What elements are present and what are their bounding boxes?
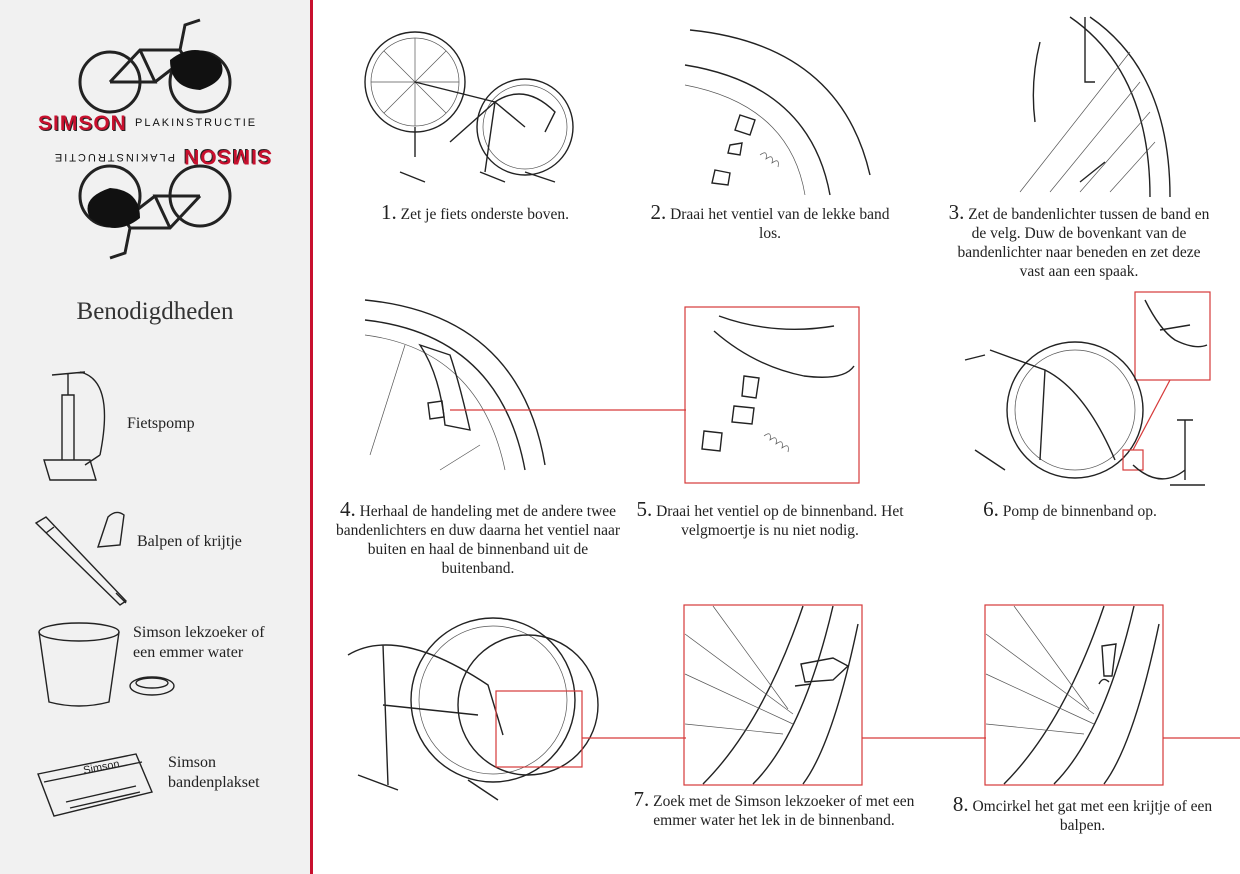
step-8-text: Omcirkel het gat met een krijtje of een … [972,798,1213,834]
step-6-illustration [964,291,1211,486]
brand-subtitle: PLAKINSTRUCTIE [135,117,258,129]
step-5-text: Draai het ventiel op de binnenband. Het … [656,503,904,539]
step-8-caption: 8. Omcirkel het gat met een krijtje of e… [945,792,1220,835]
step-3-illustration [1019,16,1171,198]
step-6-number: 6. [983,497,999,521]
supplies-sidebar [0,0,310,874]
step-1-caption: 1. Zet je fiets onderste boven. [350,200,600,224]
supply-label-pump: Fietspomp [127,415,195,432]
step-4-caption: 4. Herhaal de handeling met de andere tw… [333,497,623,578]
callout-connector-8 [862,737,986,739]
step-4-illustration [364,299,546,471]
step-5-illustration [684,306,860,484]
bicycle-logo-mirrored-icon [78,164,232,260]
brand-name: SIMSON [38,112,127,135]
step-7-text: Zoek met de Simson lekzoeker of met een … [653,793,915,829]
step-5-caption: 5. Draai het ventiel op de binnenband. H… [635,497,905,540]
patch-kit-icon: Simson [37,753,153,817]
step-3-number: 3. [948,200,965,224]
mirrored-logo: SIMSON PLAKINSTRUCTIE [30,142,280,168]
step-4-text: Herhaal de handeling met de andere twee … [335,503,621,577]
step-2-text: Draai het ventiel van de lekke band los. [670,206,890,242]
step-5-number: 5. [636,497,653,521]
step-2-caption: 2. Draai het ventiel van de lekke band l… [640,200,900,243]
step-1-text: Zet je fiets onderste boven. [400,206,569,223]
step-7-overview-illustration [347,617,599,801]
supply-label-pen: Balpen of krijtje [137,533,242,550]
step-3-text: Zet de bandenlichter tussen de band en d… [957,206,1210,280]
callout-connector-8-exit [1163,737,1240,739]
step-3-caption: 3. Zet de bandenlichter tussen de band e… [945,200,1213,281]
step-7-number: 7. [633,787,650,811]
step-1-illustration [364,31,574,183]
bicycle-pump-icon [43,371,106,481]
step-7-detail-illustration [683,604,863,786]
step-1-number: 1. [381,200,397,224]
callout-connector-4 [450,409,686,411]
brand-name-mirrored: SIMSON [183,145,272,168]
callout-connector-7 [582,737,686,739]
step-2-number: 2. [650,200,667,224]
supply-label-bucket: Simson lekzoeker of een emmer water [133,624,265,661]
step-4-number: 4. [339,497,356,521]
step-8-detail-illustration [984,604,1164,786]
svg-text:Simson: Simson [82,758,120,777]
supplies-heading: Benodigdheden [76,298,234,325]
step-6-text: Pomp de binnenband op. [1002,503,1157,520]
step-8-number: 8. [952,792,969,816]
sidebar-divider [310,0,313,874]
pen-and-chalk-icon [34,511,128,606]
water-bucket-icon [38,622,175,707]
bicycle-logo-icon [78,18,232,114]
step-2-illustration [684,29,871,196]
step-6-caption: 6. Pomp de binnenband op. [955,497,1185,521]
step-7-caption: 7. Zoek met de Simson lekzoeker of met e… [628,787,920,830]
brand-subtitle-mirrored: PLAKINSTRUCTIE [52,151,175,163]
supply-label-kit: Simson bandenplakset [168,754,260,791]
